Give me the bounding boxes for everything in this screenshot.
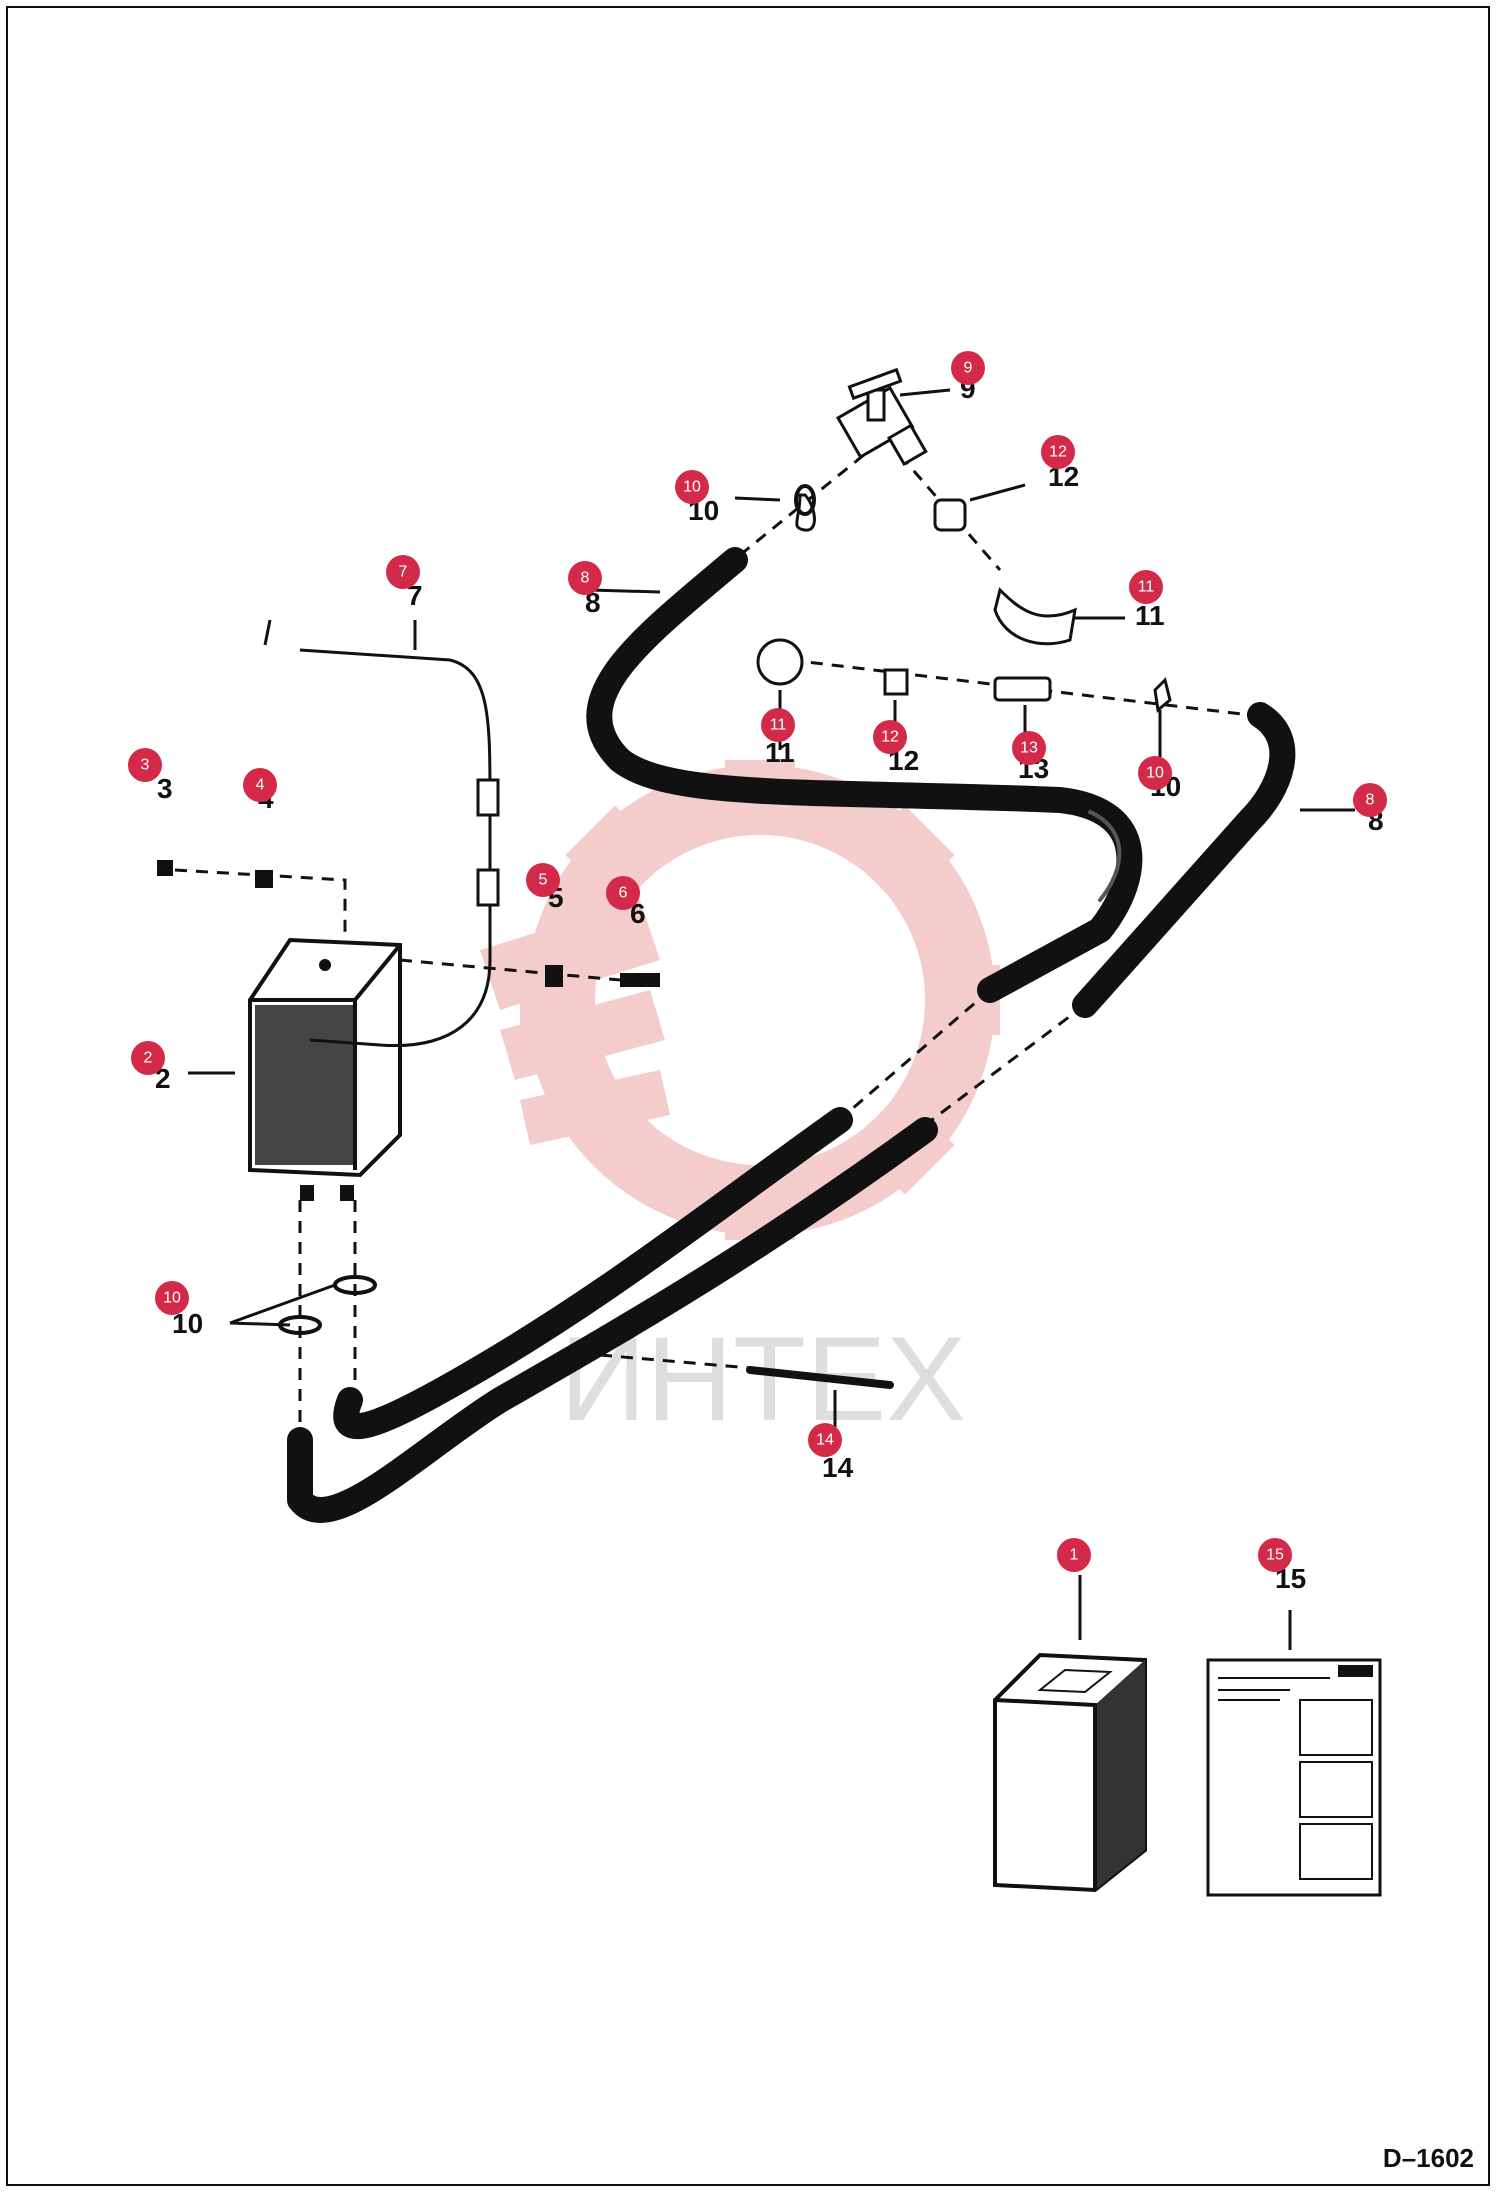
fittings	[756, 493, 1172, 713]
hardware	[157, 860, 660, 987]
drawing-code: D–1602	[1382, 2143, 1474, 2173]
drain-valve	[835, 367, 928, 467]
svg-text:10: 10	[163, 1290, 181, 1307]
drawing-frame	[6, 6, 1490, 2186]
svg-text:3: 3	[141, 757, 150, 774]
watermark-gear-icon	[480, 760, 1000, 1240]
badge-6[interactable]: 6	[606, 876, 640, 910]
svg-text:6: 6	[619, 885, 628, 902]
svg-text:13: 13	[1020, 740, 1038, 757]
label-3: 3	[157, 773, 173, 804]
tie-strap	[746, 1366, 894, 1389]
svg-text:2: 2	[144, 1050, 153, 1067]
badge-13[interactable]: 13	[1012, 731, 1046, 765]
label-7: 7	[407, 580, 423, 611]
svg-text:14: 14	[816, 1432, 834, 1449]
label-14: 14	[822, 1452, 854, 1483]
svg-text:10: 10	[1146, 765, 1164, 782]
callout-badges: 1 2 3 4 5 6 7 8 8 9 10 10 10 11 11 12 12…	[128, 351, 1387, 1572]
badge-12a[interactable]: 12	[1041, 435, 1075, 469]
badge-3[interactable]: 3	[128, 748, 162, 782]
badge-8b[interactable]: 8	[1353, 783, 1387, 817]
svg-text:7: 7	[399, 564, 408, 581]
svg-text:9: 9	[964, 360, 973, 377]
svg-text:11: 11	[1138, 579, 1155, 596]
hose-assembly	[287, 547, 1296, 1523]
badge-12b[interactable]: 12	[873, 720, 907, 754]
svg-text:8: 8	[1366, 792, 1375, 809]
label-11b: 11	[765, 737, 795, 768]
label-8a: 8	[585, 587, 601, 618]
label-11a: 11	[1135, 600, 1165, 631]
badge-5[interactable]: 5	[526, 863, 560, 897]
svg-text:11: 11	[770, 717, 787, 734]
heater-core	[248, 937, 402, 1201]
badge-10b[interactable]: 10	[1138, 756, 1172, 790]
instruction-sheet	[1206, 1658, 1382, 1897]
watermark: ИНТЕХ	[480, 760, 1000, 1446]
svg-text:15: 15	[1266, 1547, 1284, 1564]
svg-text:12: 12	[881, 729, 899, 746]
svg-text:1: 1	[1070, 1547, 1079, 1564]
svg-text:12: 12	[1049, 444, 1067, 461]
badge-1[interactable]: 1	[1057, 1538, 1091, 1572]
svg-text:10: 10	[683, 479, 701, 496]
badge-7[interactable]: 7	[386, 555, 420, 589]
badge-11b[interactable]: 11	[761, 708, 795, 742]
svg-text:4: 4	[256, 777, 265, 794]
badge-15[interactable]: 15	[1258, 1538, 1292, 1572]
badge-10c[interactable]: 10	[155, 1281, 189, 1315]
svg-text:5: 5	[539, 872, 548, 889]
badge-11a[interactable]: 11	[1129, 570, 1163, 604]
kit-box	[993, 1652, 1147, 1893]
badge-2[interactable]: 2	[131, 1041, 165, 1075]
badge-8a[interactable]: 8	[568, 561, 602, 595]
badge-10a[interactable]: 10	[675, 470, 709, 504]
badge-14[interactable]: 14	[808, 1423, 842, 1457]
dash-valve-bushing	[898, 454, 1002, 571]
svg-text:8: 8	[581, 570, 590, 587]
badge-9[interactable]: 9	[951, 351, 985, 385]
dash-valve-hose	[739, 448, 871, 557]
badge-4[interactable]: 4	[243, 768, 277, 802]
